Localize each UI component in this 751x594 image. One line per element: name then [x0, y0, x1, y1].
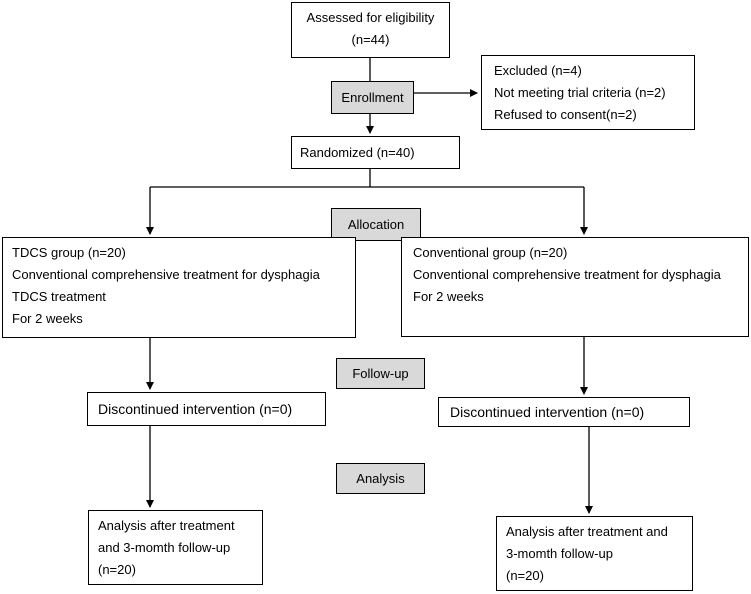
conventional-group-duration: For 2 weeks [413, 289, 484, 304]
excluded-not-meeting: Not meeting trial criteria (n=2) [494, 85, 666, 100]
excluded-box: Excluded (n=4) Not meeting trial criteri… [481, 55, 695, 130]
conventional-analysis-title: Analysis after treatment and [506, 524, 668, 539]
tdcs-analysis-title: Analysis after treatment [98, 518, 235, 533]
conventional-group-box: Conventional group (n=20) Conventional c… [401, 237, 749, 337]
assessed-title: Assessed for eligibility [306, 10, 435, 25]
assessed-count: (n=44) [351, 32, 390, 47]
excluded-refused: Refused to consent(n=2) [494, 107, 637, 122]
conventional-discontinued-box: Discontinued intervention (n=0) [438, 397, 690, 427]
conventional-analysis-count: (n=20) [506, 568, 544, 583]
allocation-label: Allocation [331, 208, 421, 241]
tdcs-group-conventional-treatment: Conventional comprehensive treatment for… [12, 267, 320, 282]
analysis-label: Analysis [336, 463, 425, 494]
enrollment-label: Enrollment [331, 81, 414, 114]
tdcs-discontinued-box: Discontinued intervention (n=0) [87, 392, 326, 426]
assessed-eligibility-box: Assessed for eligibility (n=44) [291, 2, 450, 58]
conventional-discontinued-text: Discontinued intervention (n=0) [450, 404, 645, 420]
tdcs-analysis-followup: and 3-momth follow-up [98, 540, 231, 555]
excluded-title: Excluded (n=4) [494, 63, 582, 78]
conventional-analysis-followup: 3-momth follow-up [506, 546, 613, 561]
randomized-text: Randomized (n=40) [300, 145, 415, 160]
tdcs-discontinued-text: Discontinued intervention (n=0) [98, 401, 293, 417]
conventional-group-title: Conventional group (n=20) [413, 245, 568, 260]
tdcs-group-duration: For 2 weeks [12, 311, 83, 326]
randomized-box: Randomized (n=40) [291, 136, 460, 169]
tdcs-group-box: TDCS group (n=20) Conventional comprehen… [2, 237, 356, 338]
tdcs-group-title: TDCS group (n=20) [12, 245, 126, 260]
tdcs-analysis-box: Analysis after treatment and 3-momth fol… [88, 510, 263, 585]
tdcs-group-tdcs-treatment: TDCS treatment [12, 289, 106, 304]
follow-up-label: Follow-up [336, 358, 425, 389]
conventional-analysis-box: Analysis after treatment and 3-momth fol… [496, 516, 693, 591]
conventional-group-treatment: Conventional comprehensive treatment for… [413, 267, 721, 282]
tdcs-analysis-count: (n=20) [98, 562, 136, 577]
